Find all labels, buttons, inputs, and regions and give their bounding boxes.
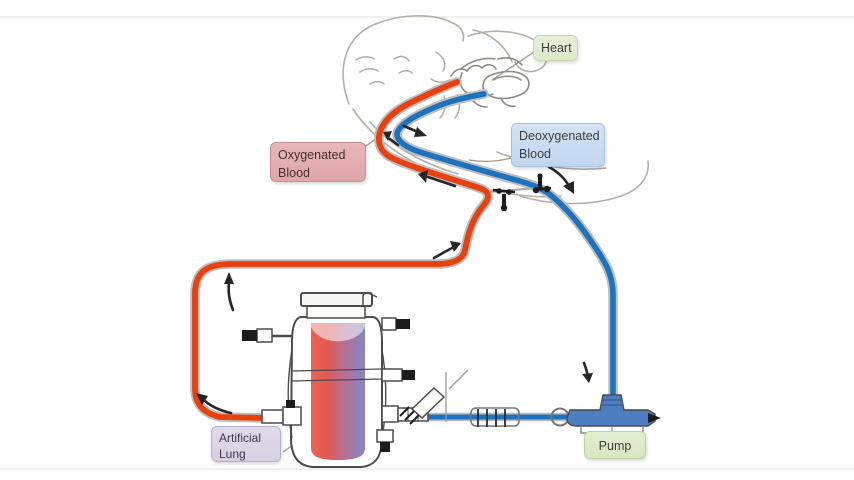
heart-sketch: [450, 57, 530, 108]
flow-arrow-to-junction: [432, 241, 461, 260]
port-cap: [242, 330, 257, 341]
flow-arrow-bottom-left: [196, 393, 233, 415]
tube-coupling-ribbed: [470, 407, 520, 427]
deoxygenated-blood-tube: [392, 89, 618, 403]
artificial-lung-device: [242, 292, 469, 468]
artificial-lung-label: Artificial Lung: [211, 426, 281, 462]
heart-label: Heart: [533, 35, 578, 61]
oxygenated-blood-tube: [190, 77, 493, 423]
flow-arrow-left-vertical: [224, 272, 235, 312]
port-cap: [396, 319, 410, 329]
lung-lid: [300, 292, 373, 307]
flow-arrow-right-vertical: [582, 361, 593, 383]
pump-label: Pump: [584, 431, 646, 459]
flow-arrow-pump-outlet: [648, 413, 661, 423]
port-cap: [402, 370, 415, 380]
stopcock-valves: [489, 173, 552, 212]
flow-arrows: [196, 124, 593, 415]
flow-arrow-upper-sweep: [418, 170, 457, 188]
deoxygenated-blood-label: Deoxygenated Blood: [511, 123, 605, 167]
stopcock-lever: [399, 369, 469, 425]
flow-arrow-neck-blue: [402, 124, 427, 137]
blood-gradient-column: [311, 323, 365, 460]
flow-arrow-neck-red: [383, 131, 400, 147]
flow-arrow-junction-down: [547, 165, 574, 194]
oxygenated-blood-label: Oxygenated Blood: [270, 142, 366, 182]
